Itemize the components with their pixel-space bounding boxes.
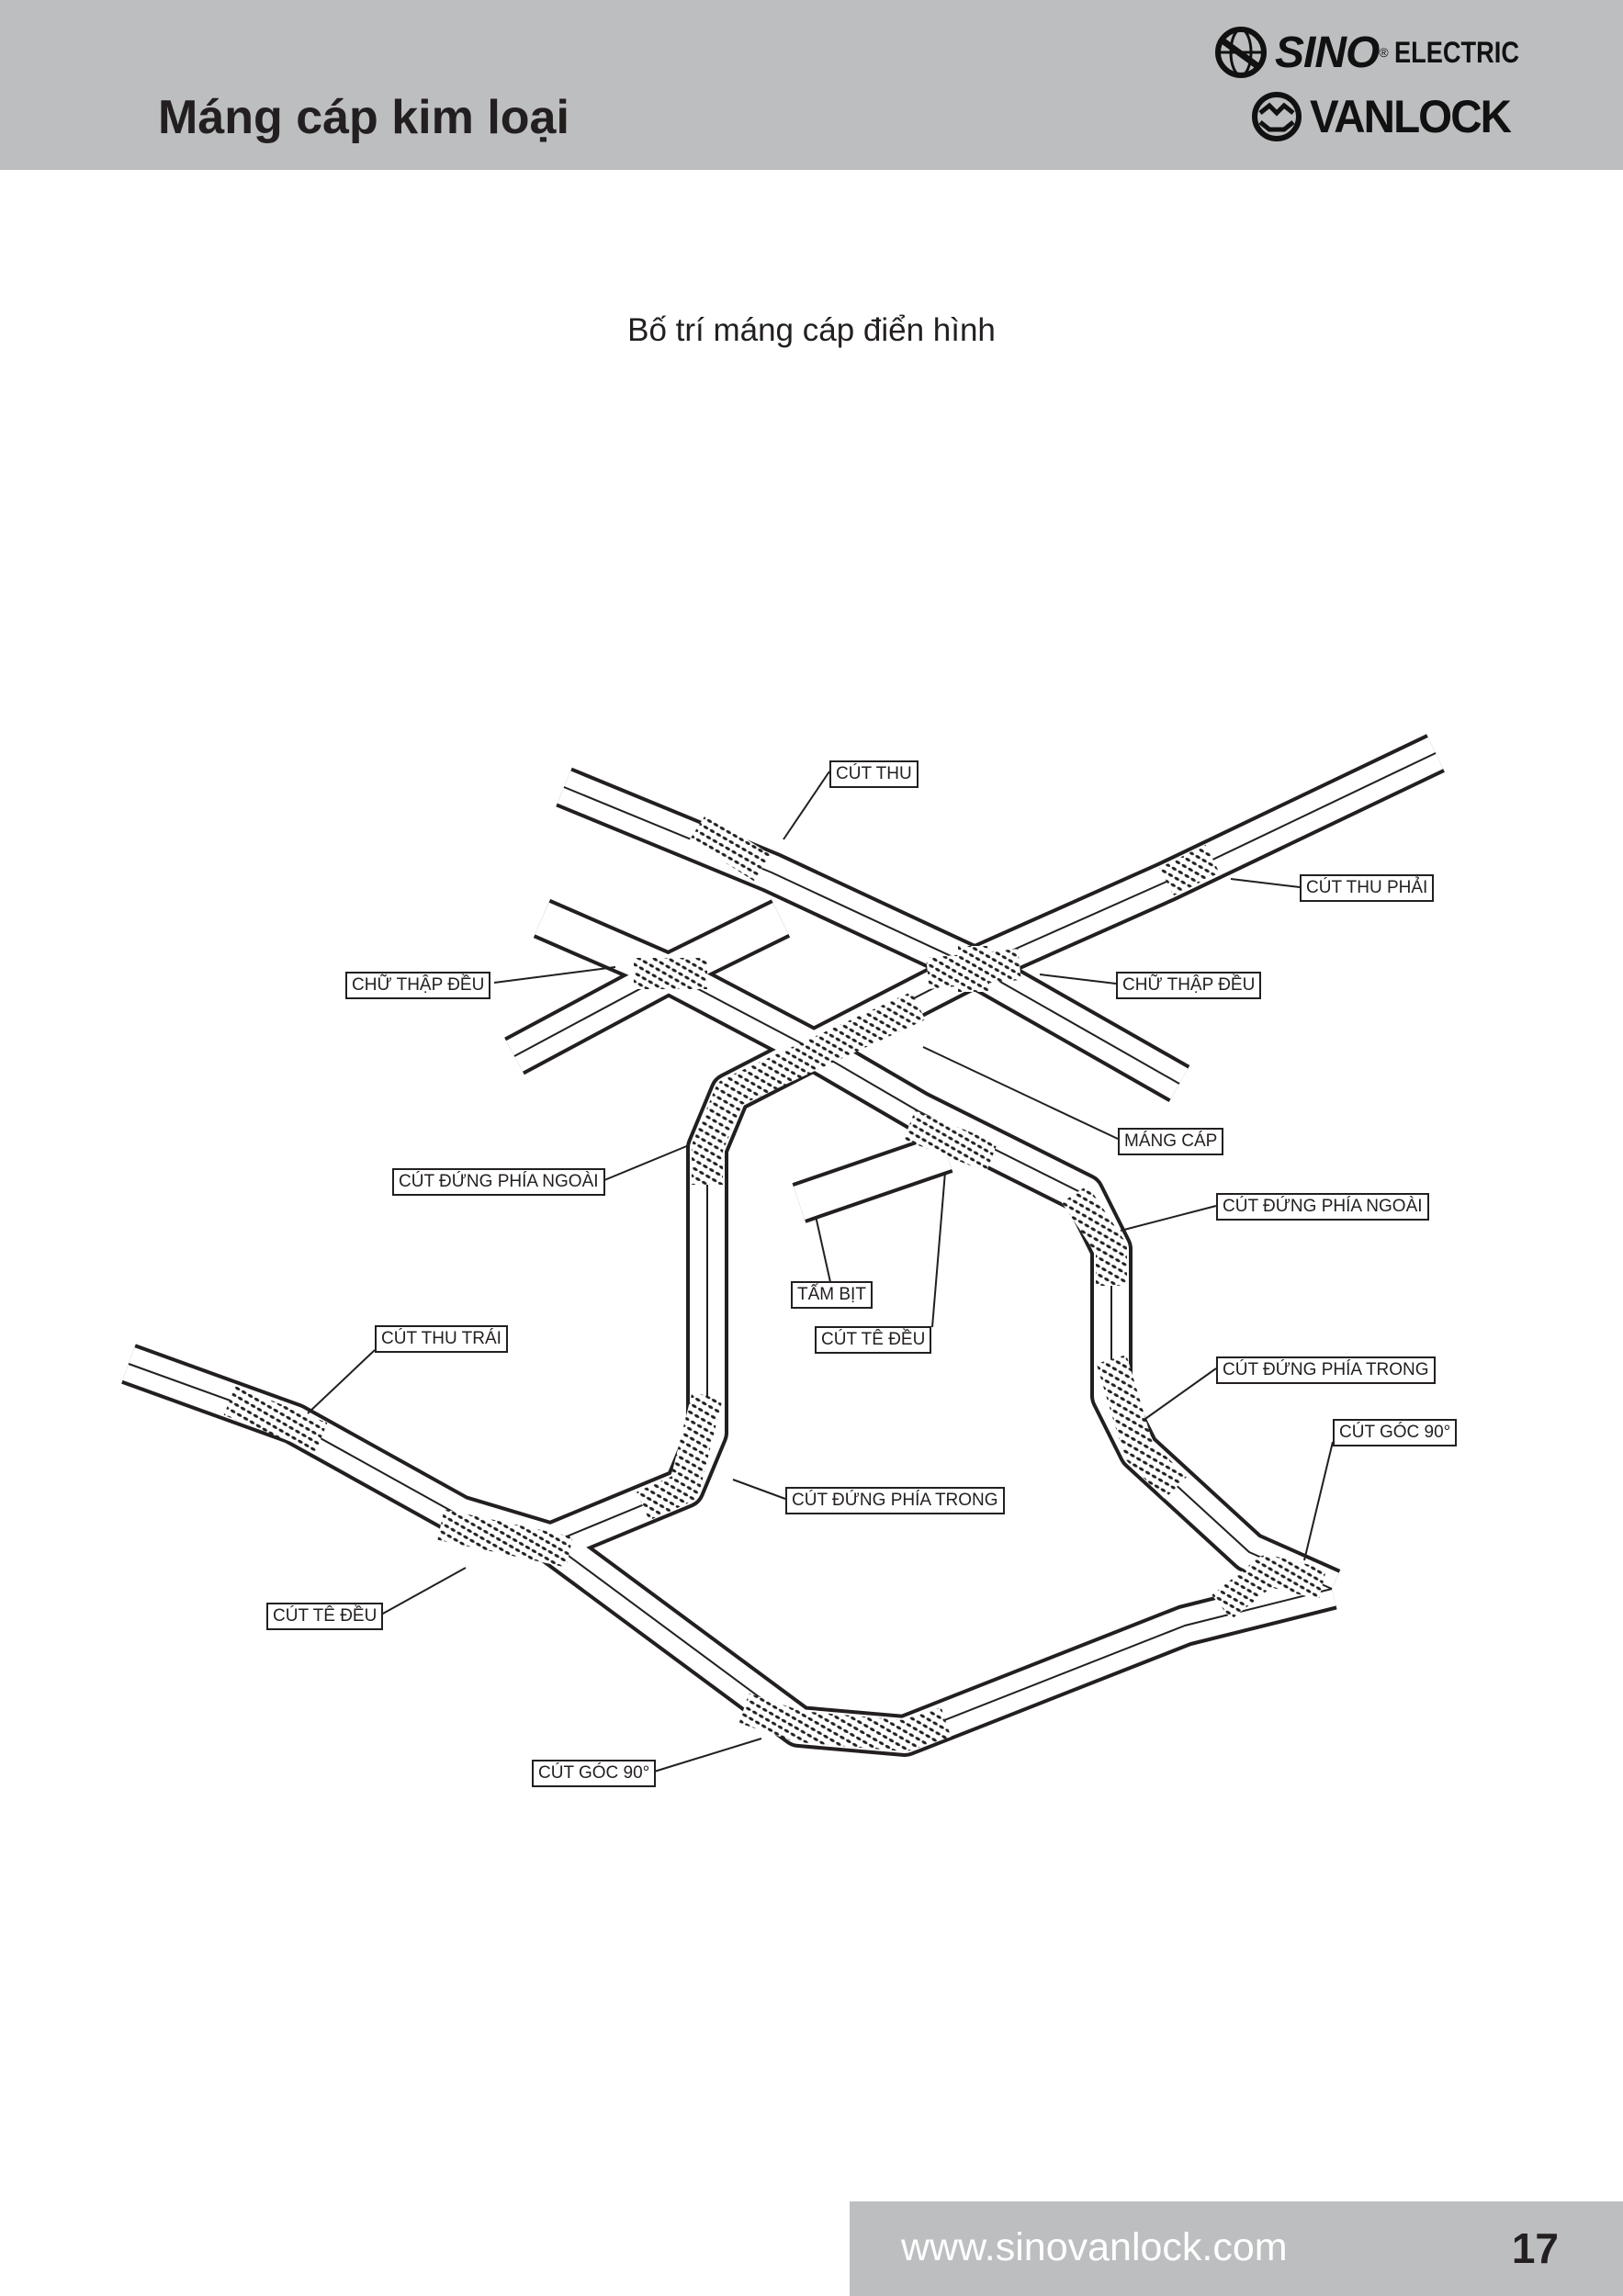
label-cut-dung-phia-ngoai-right: CÚT ĐỨNG PHÍA NGOÀI [1216, 1193, 1429, 1221]
page-title: Máng cáp kim loại [158, 91, 569, 144]
label-cut-te-deu-left: CÚT TÊ ĐỀU [266, 1603, 384, 1630]
electric-wordmark: ELECTRIC [1393, 35, 1519, 69]
website-link[interactable]: www.sinovanlock.com [901, 2225, 1288, 2269]
label-cut-dung-phia-trong-right: CÚT ĐỨNG PHÍA TRONG [1216, 1356, 1436, 1384]
hatch-right-vertical [1061, 1185, 1127, 1286]
hatch-right-inner [1096, 1355, 1188, 1500]
sino-electric-logo: SINO ® ELECTRIC [1214, 24, 1541, 81]
label-cut-goc-90-right: CÚT GÓC 90° [1333, 1419, 1458, 1446]
footer-band: www.sinovanlock.com 17 [850, 2201, 1623, 2296]
vanlock-wordmark: VANLOCK [1310, 91, 1512, 142]
hatch-cut-thu [689, 813, 772, 882]
hatch-left-inner [637, 1391, 723, 1521]
label-cut-thu-trai: CÚT THU TRÁI [375, 1325, 508, 1353]
leader-lines [307, 771, 1334, 1773]
label-cut-thu-phai: CÚT THU PHẢI [1300, 874, 1435, 902]
hatch-diagonal-run [692, 991, 926, 1185]
page-number: 17 [1511, 2224, 1559, 2272]
label-chu-thap-deu-right: CHỮ THẬP ĐỀU [1116, 972, 1262, 999]
vanlock-emblem-icon [1252, 92, 1302, 141]
brand-logo: SINO ® ELECTRIC VANLOCK [1214, 24, 1519, 148]
hatch-tee-center [903, 1110, 998, 1172]
label-cut-dung-phia-trong-center: CÚT ĐỨNG PHÍA TRONG [785, 1487, 1005, 1514]
hatch-cut-thu-phai [1159, 844, 1220, 896]
label-chu-thap-deu-left: CHỮ THẬP ĐỀU [345, 972, 491, 999]
label-cut-goc-90-bottom: CÚT GÓC 90° [532, 1760, 657, 1787]
header-band: Máng cáp kim loại SINO ® ELECTRIC VANLOC… [0, 0, 1623, 170]
hatch-corner-right [1212, 1555, 1327, 1620]
label-cut-thu: CÚT THU [829, 760, 919, 788]
label-cut-te-deu-center: CÚT TÊ ĐỀU [815, 1326, 932, 1354]
sino-wordmark: SINO [1275, 28, 1380, 77]
globe-icon [1215, 27, 1267, 78]
registered-mark: ® [1379, 45, 1389, 60]
label-tam-bit: TẤM BỊT [791, 1281, 873, 1309]
hatch-cut-thu-trai [223, 1386, 328, 1452]
hatch-corner-bottom [738, 1693, 952, 1751]
label-mang-cap: MÁNG CÁP [1118, 1128, 1224, 1155]
label-cut-dung-phia-ngoai-left: CÚT ĐỨNG PHÍA NGOÀI [392, 1168, 605, 1196]
fitting-hatches [223, 813, 1327, 1751]
hatch-tee-left [437, 1509, 573, 1568]
diagram-title: Bố trí máng cáp điển hình [627, 312, 996, 348]
vanlock-logo: VANLOCK [1251, 88, 1521, 145]
